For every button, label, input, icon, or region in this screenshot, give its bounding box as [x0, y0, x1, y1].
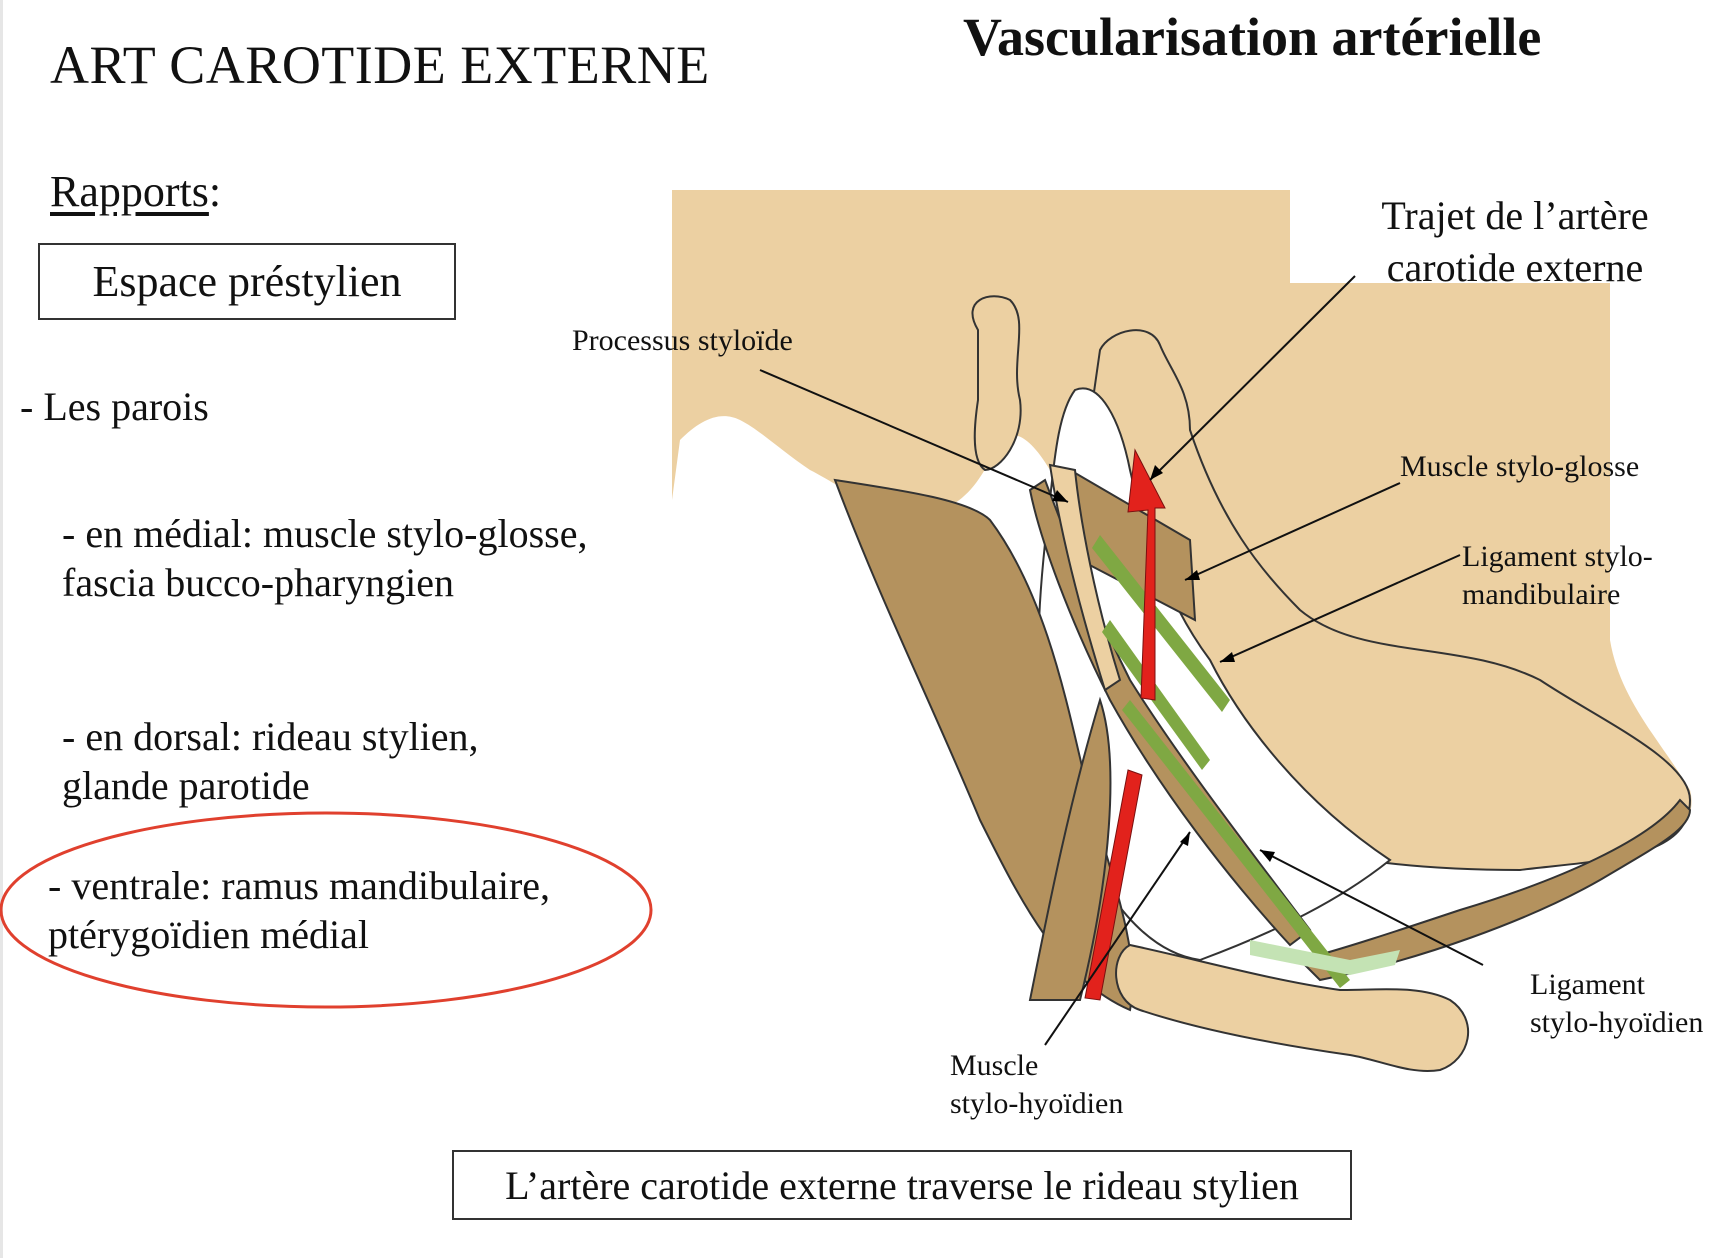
label-lig-sh-line2: stylo-hyoïdien [1530, 1006, 1704, 1039]
caption-text: L’artère carotide externe traverse le ri… [505, 1162, 1299, 1208]
leader-lig-sh [1259, 849, 1484, 966]
espace-label: Espace préstylien [92, 257, 402, 306]
wall-ventral-line2: ptérygoïdien médial [48, 912, 370, 957]
slide-edge [0, 0, 3, 1258]
label-trajet: Trajet de l’artère carotide externe [1355, 190, 1675, 294]
arrowhead-processus [1052, 490, 1068, 502]
wall-dorsal-line2: glande parotide [62, 763, 310, 808]
caption-box: L’artère carotide externe traverse le ri… [452, 1150, 1352, 1220]
arrowhead-lig-sh [1260, 850, 1275, 862]
arrowhead-lig-sm [1220, 652, 1235, 662]
label-muscle-sh-line1: Muscle [950, 1049, 1039, 1082]
mandible-border [1298, 798, 1692, 982]
label-processus-styloide: Processus styloïde [572, 324, 793, 357]
wall-dorsal-line1: - en dorsal: rideau stylien, [62, 714, 479, 759]
wall-ventral: - ventrale: ramus mandibulaire, ptérygoï… [48, 861, 550, 959]
ligament-stylo-mandibulaire [1092, 535, 1230, 712]
artery-upper [1127, 448, 1166, 701]
label-lig-sm-line2: mandibulaire [1462, 578, 1621, 611]
slide-title: ART CAROTIDE EXTERNE [50, 35, 710, 95]
ligament-stripe-2 [1102, 620, 1210, 770]
ligament-light [1250, 940, 1400, 975]
label-lig-sh-line1: Ligament [1530, 968, 1645, 1001]
mastoid [971, 295, 1022, 472]
label-muscle-stylo-hyoidien: Muscle stylo-hyoïdien [950, 1047, 1123, 1123]
label-ligament-stylo-mandibulaire: Ligament stylo- mandibulaire [1462, 538, 1653, 614]
wall-ventral-line1: - ventrale: ramus mandibulaire, [48, 863, 551, 908]
artery-lower [1084, 769, 1143, 1001]
styloid-process [1048, 463, 1122, 692]
label-stylo-glosse: Muscle stylo-glosse [1400, 450, 1640, 483]
wall-medial: - en médial: muscle stylo-glosse, fascia… [62, 509, 587, 607]
wall-dorsal: - en dorsal: rideau stylien, glande paro… [62, 712, 479, 810]
label-muscle-sh-line2: stylo-hyoïdien [950, 1087, 1124, 1120]
leader-stylo-glosse [1184, 482, 1401, 581]
leader-muscle-sh [1044, 831, 1191, 1046]
rapports-label: Rapports [50, 167, 209, 216]
wall-medial-line1: - en médial: muscle stylo-glosse, [62, 511, 588, 556]
label-trajet-line1: Trajet de l’artère [1381, 193, 1649, 238]
section-title: Vascularisation artérielle [963, 7, 1542, 67]
ligament-stylo-hyoidien [1122, 700, 1350, 988]
arrowhead-stylo-glosse [1185, 570, 1200, 580]
highlight-ellipse [0, 811, 653, 1009]
parois-heading: - Les parois [20, 384, 209, 429]
rapports-colon: : [208, 167, 222, 216]
hyoid-bone [1115, 943, 1469, 1072]
label-trajet-line2: carotide externe [1386, 245, 1644, 290]
espace-box: Espace préstylien [38, 243, 456, 320]
wall-medial-line2: fascia bucco-pharyngien [62, 560, 455, 605]
arrowhead-muscle-sh [1180, 832, 1190, 846]
arrowhead-trajet [1150, 465, 1163, 480]
leader-processus [759, 369, 1069, 503]
leader-lig-sm [1219, 554, 1461, 663]
neck-muscle [1028, 696, 1112, 1001]
leader-trajet [1149, 275, 1356, 481]
label-lig-sm-line1: Ligament stylo- [1462, 540, 1653, 573]
label-ligament-stylo-hyoidien: Ligament stylo-hyoïdien [1530, 966, 1703, 1042]
rapports-heading: Rapports: [50, 166, 221, 217]
